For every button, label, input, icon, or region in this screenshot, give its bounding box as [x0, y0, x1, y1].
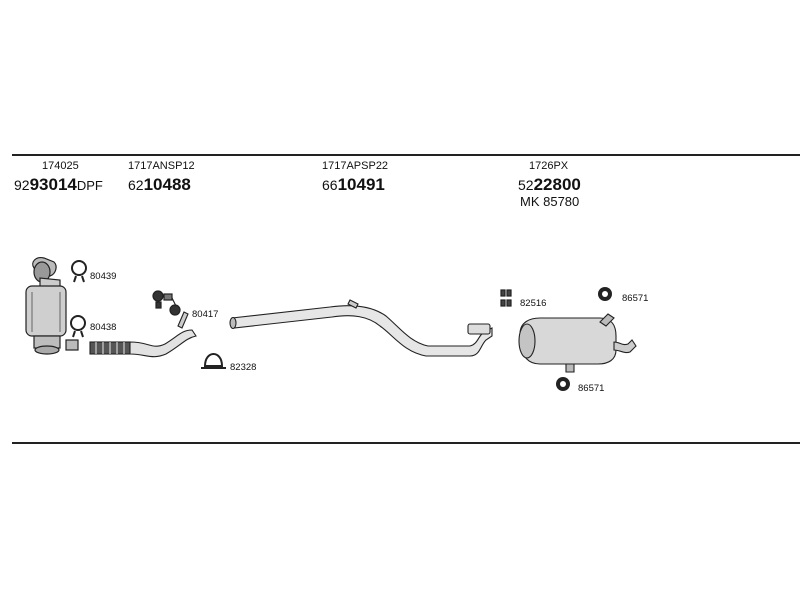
particulate-filter [25, 257, 79, 355]
group-4-part-number: 5222800 [518, 176, 581, 194]
ring-86571-bottom-icon [556, 377, 570, 391]
group-2-number: 10488 [143, 175, 191, 194]
rear-silencer [518, 313, 637, 373]
front-pipe [89, 311, 197, 358]
mount-82328-icon [201, 353, 226, 369]
group-4-prefix: 52 [518, 177, 534, 193]
part-label-80438: 80438 [90, 322, 117, 333]
part-label-86571-top: 86571 [622, 293, 649, 304]
group-4-extra-code: MK 85780 [520, 194, 580, 209]
clamp-80438-icon [70, 315, 86, 338]
part-label-80417: 80417 [192, 309, 219, 320]
clamp-82516-icon [500, 289, 512, 307]
group-3-code: 1717APSP22 [322, 160, 389, 172]
group-2-prefix: 62 [128, 177, 144, 193]
group-3-prefix: 66 [322, 177, 338, 193]
group-3-part-number: 6610491 [322, 176, 385, 194]
group-3-number: 10491 [337, 175, 385, 194]
clamp-80439-icon [71, 260, 87, 283]
group-4-number: 22800 [533, 175, 581, 194]
group-1-number: 93014 [29, 175, 77, 194]
ring-86571-top-icon [598, 287, 612, 301]
center-pipe [229, 299, 493, 357]
group-1-prefix: 92 [14, 177, 30, 193]
bottom-divider [12, 442, 800, 444]
group-2-code: 1717ANSP12 [128, 160, 195, 172]
top-divider [12, 154, 800, 156]
group-1-suffix: DPF [76, 178, 103, 193]
group-2-part-number: 6210488 [128, 176, 191, 194]
part-label-82516: 82516 [520, 298, 547, 309]
group-1-code: 174025 [42, 160, 79, 172]
group-1-part-number: 9293014DPF [14, 176, 103, 194]
part-label-82328: 82328 [230, 362, 257, 373]
group-4-code: 1726PX [529, 160, 569, 172]
part-label-86571-bottom: 86571 [578, 383, 605, 394]
part-label-80439: 80439 [90, 271, 117, 282]
hanger-80417-icon [152, 290, 181, 316]
